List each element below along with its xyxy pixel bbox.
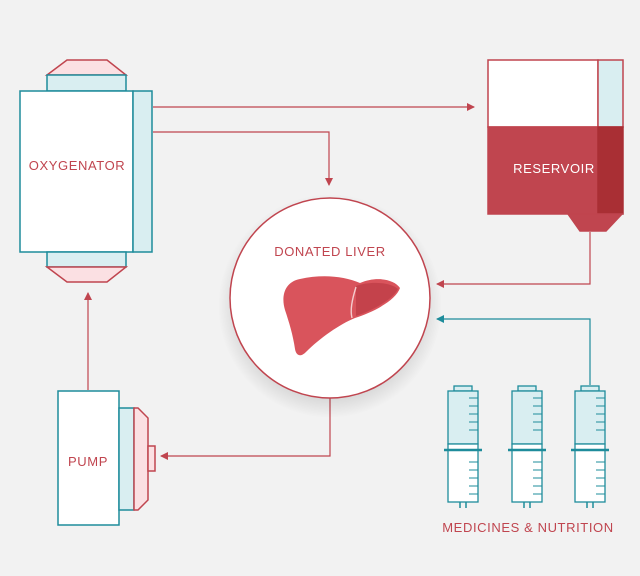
line-oxygenator-to-liver [153,131,333,186]
reservoir-label: RESERVOIR [513,161,595,176]
line-reservoir-to-liver [436,232,591,288]
pump-icon [57,390,156,526]
pump-label: PUMP [68,454,108,469]
oxygenator-icon [19,59,153,283]
medicines-label: MEDICINES & NUTRITION [442,520,614,535]
syringe-icon [508,385,546,508]
reservoir-icon [487,59,624,232]
donated-liver-label: DONATED LIVER [274,244,386,259]
liver-icon [283,276,400,356]
syringe-icon [571,385,609,508]
line-medicines-to-liver [436,315,591,385]
oxygenator-label: OXYGENATOR [28,158,126,173]
syringe-icon [444,385,482,508]
medicines-syringes [444,385,609,508]
